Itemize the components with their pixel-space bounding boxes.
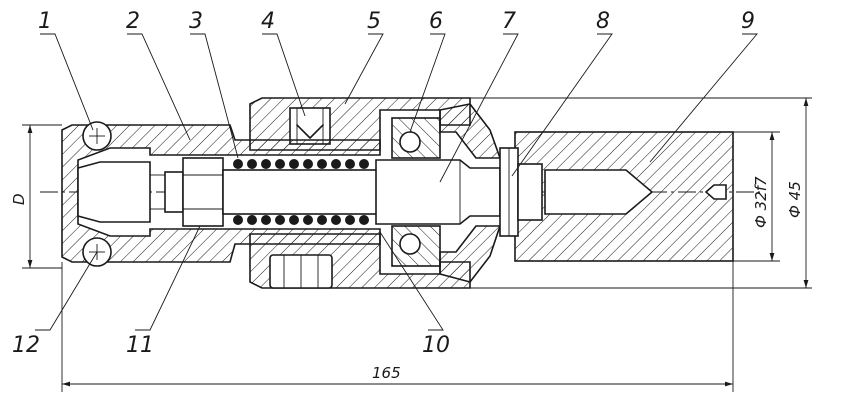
callout-1: 1 [38,9,52,34]
callout-5: 5 [367,9,381,34]
part-4-screw [289,107,331,145]
spring-coil [261,215,271,225]
dim-shank-label: Ф 32f7 [752,176,770,228]
dim-body: Ф 45 [470,97,812,289]
callout-10: 10 [422,333,450,358]
dim-d-label: D [10,193,28,205]
spring-coil [345,159,355,169]
spring-coil [275,215,285,225]
part-3-spring [233,159,369,225]
callout-7: 7 [502,9,516,34]
spring-coil [303,215,313,225]
callout-4: 4 [261,9,275,34]
part-8-coupling [499,147,543,237]
part-10-flange [439,103,502,283]
spring-coil [289,159,299,169]
dim-length-label: 165 [372,364,401,382]
part-6-bearing [391,117,441,267]
dim-length: 165 [61,132,734,392]
spring-coil [303,159,313,169]
spring-coil [331,159,341,169]
spring-coil [261,159,271,169]
spring-coil [289,215,299,225]
callout-3: 3 [189,9,203,34]
dim-body-label: Ф 45 [786,181,804,218]
callout-2: 2 [126,9,140,34]
spring-coil [275,159,285,169]
part-12-balls [82,121,112,267]
spring-coil [247,159,257,169]
part-7-spindle [375,159,501,225]
spring-coil [359,215,369,225]
part-11-nut [164,157,224,227]
spring-coil [345,215,355,225]
spring-coil [233,215,243,225]
spring-coil [317,215,327,225]
part-9-shank-block [514,131,734,262]
spring-coil [233,159,243,169]
spring-coil [317,159,327,169]
callout-6: 6 [429,9,443,34]
spring-coil [331,215,341,225]
spring-coil [247,215,257,225]
spring-rod [222,169,384,215]
callout-9: 9 [741,9,755,34]
callout-11: 11 [126,333,154,358]
leaders [35,33,758,331]
callout-8: 8 [596,9,610,34]
part-1-collet [77,161,165,223]
dim-shank: Ф 32f7 [733,131,780,262]
dim-d: D [10,124,62,269]
spring-coil [359,159,369,169]
callout-12: 12 [12,333,40,358]
